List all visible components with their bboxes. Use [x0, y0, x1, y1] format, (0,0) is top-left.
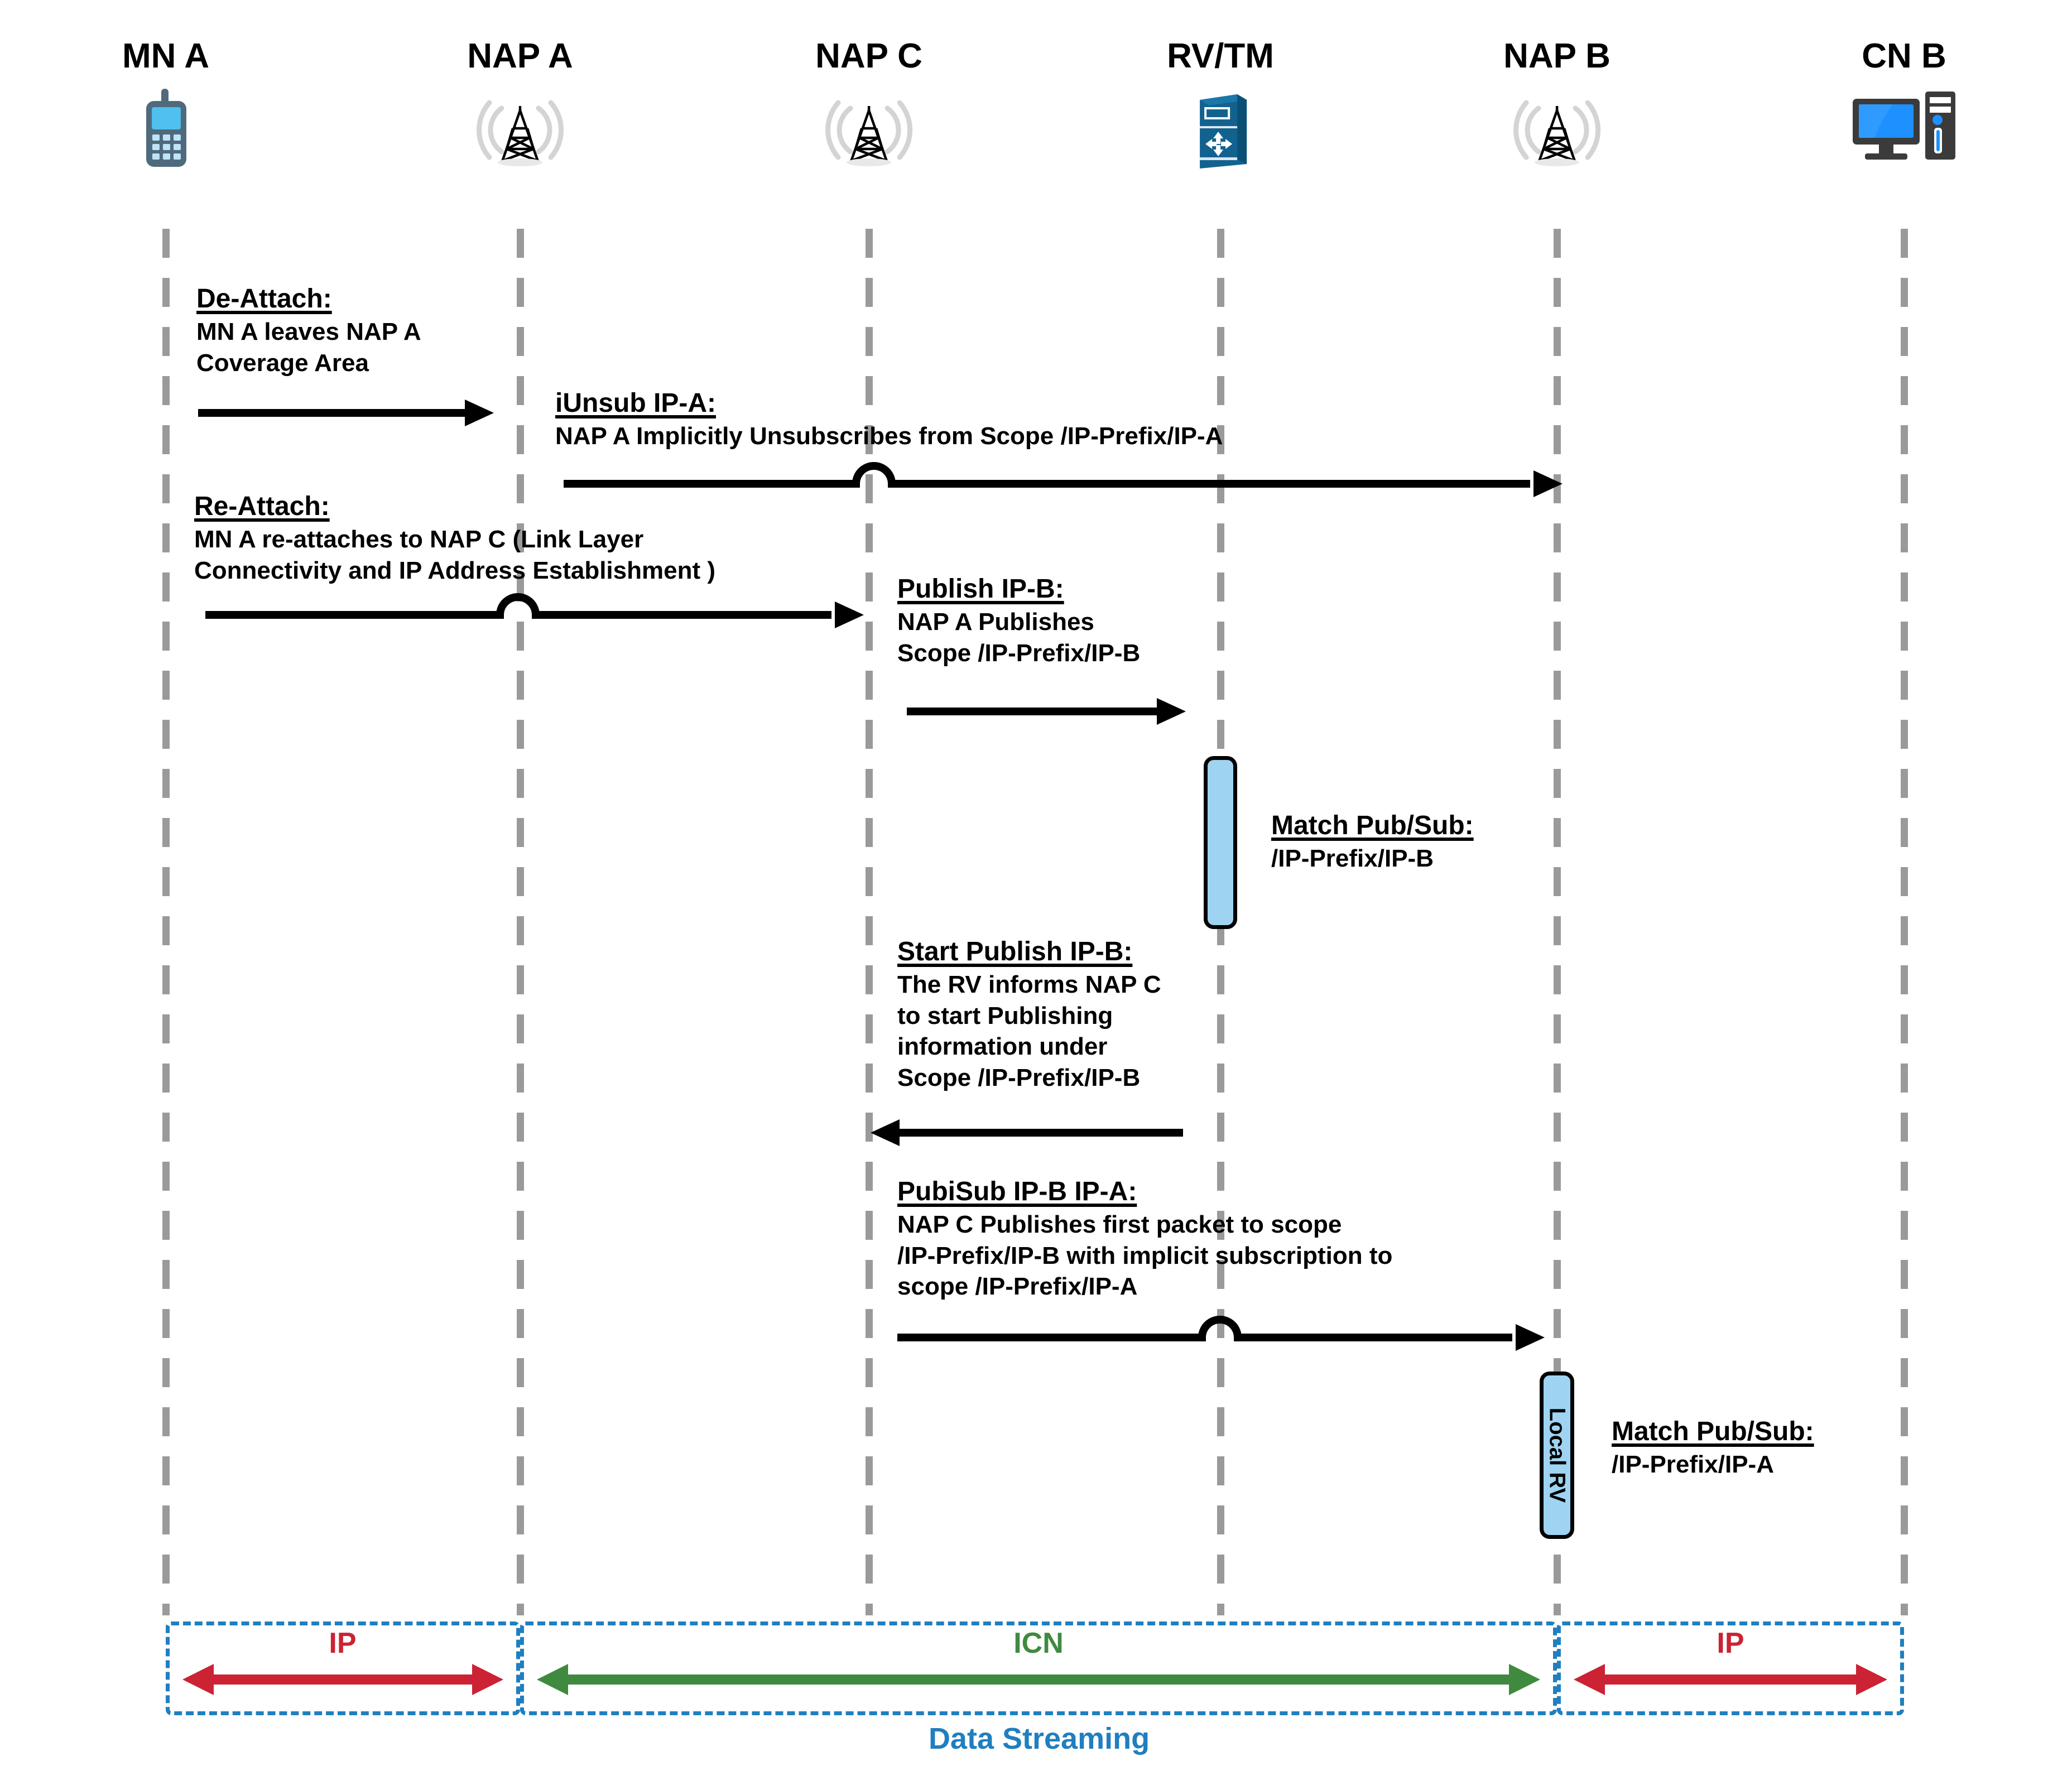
message-iunsub-ip-a: iUnsub IP-A: NAP A Implicitly Unsubscrib…	[555, 388, 1223, 452]
message-body: /IP-Prefix/IP-A	[1612, 1450, 1774, 1478]
actor-nap-c[interactable]: NAP C	[815, 39, 922, 170]
message-title: PubiSub IP-B IP-A:	[897, 1177, 1137, 1206]
message-match-pub-sub-rv: Match Pub/Sub: /IP-Prefix/IP-B	[1271, 810, 1474, 874]
segment-label-ip-left: IP	[329, 1627, 357, 1659]
lifeline-nap-a	[517, 229, 524, 1615]
arrow-de-attach	[198, 400, 494, 426]
actor-cn-b[interactable]: CN B	[1848, 39, 1960, 170]
message-match-pub-sub-nap-b: Match Pub/Sub: /IP-Prefix/IP-A	[1612, 1416, 1814, 1480]
segment-label-icn: ICN	[1013, 1627, 1064, 1659]
message-start-publish-ip-b: Start Publish IP-B: The RV informs NAP C…	[897, 936, 1161, 1094]
arrow-start-publish-ip-b	[871, 1119, 1183, 1146]
actor-label-rv-tm: RV/TM	[1167, 37, 1274, 75]
lifeline-nap-b	[1554, 229, 1561, 1615]
actor-label-cn-b: CN B	[1862, 37, 1946, 75]
message-publish-ip-b: Publish IP-B: NAP A Publishes Scope /IP-…	[897, 574, 1140, 668]
activation-nap-b-local-rv: Local RV	[1540, 1372, 1574, 1539]
actor-rv-tm[interactable]: RV/TM	[1167, 39, 1274, 170]
message-title: Start Publish IP-B:	[897, 937, 1133, 966]
message-title: De-Attach:	[196, 284, 332, 314]
message-body: NAP C Publishes first packet to scope /I…	[897, 1210, 1393, 1301]
message-de-attach: De-Attach: MN A leaves NAP A Coverage Ar…	[196, 283, 421, 378]
message-body: MN A re-attaches to NAP C (Link Layer Co…	[194, 525, 715, 584]
message-body: MN A leaves NAP A Coverage Area	[196, 317, 421, 377]
actor-label-nap-a: NAP A	[467, 37, 573, 75]
lifeline-cn-b	[1901, 229, 1908, 1615]
router-icon	[1167, 86, 1274, 170]
actor-label-mn-a: MN A	[122, 37, 210, 75]
data-streaming-caption: Data Streaming	[928, 1722, 1150, 1755]
antenna-tower-icon	[815, 86, 922, 170]
lifeline-nap-c	[866, 229, 873, 1615]
message-body: NAP A Implicitly Unsubscribes from Scope…	[555, 422, 1223, 450]
message-body: The RV informs NAP C to start Publishing…	[897, 970, 1161, 1092]
lifeline-mn-a	[162, 229, 170, 1615]
message-title: iUnsub IP-A:	[555, 388, 716, 418]
message-re-attach: Re-Attach: MN A re-attaches to NAP C (Li…	[194, 491, 715, 586]
arrow-pubisub-ip-b-ip-a	[897, 1314, 1545, 1351]
arrow-ip-left-bidirectional	[182, 1664, 503, 1695]
actor-nap-a[interactable]: NAP A	[467, 39, 573, 170]
message-body: NAP A Publishes Scope /IP-Prefix/IP-B	[897, 608, 1141, 667]
arrow-publish-ip-b	[907, 698, 1186, 725]
message-title: Match Pub/Sub:	[1271, 811, 1474, 840]
arrow-ip-right-bidirectional	[1574, 1664, 1887, 1695]
message-body: /IP-Prefix/IP-B	[1271, 844, 1434, 872]
message-pubisub-ip-b-ip-a: PubiSub IP-B IP-A: NAP C Publishes first…	[897, 1176, 1392, 1302]
data-streaming-segment-icn	[520, 1621, 1557, 1715]
message-title: Publish IP-B:	[897, 574, 1064, 604]
actor-nap-b[interactable]: NAP B	[1503, 39, 1611, 170]
data-streaming-segment-ip-left	[166, 1621, 520, 1715]
activation-label-local-rv: Local RV	[1545, 1407, 1570, 1503]
arrow-icn-bidirectional	[537, 1664, 1540, 1695]
mobile-phone-icon	[122, 86, 209, 170]
actor-mn-a[interactable]: MN A	[122, 39, 209, 170]
activation-rv-tm	[1204, 756, 1237, 929]
message-title: Re-Attach:	[194, 492, 330, 521]
segment-label-ip-right: IP	[1717, 1627, 1744, 1659]
antenna-tower-icon	[467, 86, 573, 170]
arrow-re-attach	[205, 591, 864, 628]
data-streaming-segment-ip-right	[1557, 1621, 1904, 1715]
desktop-computer-icon	[1848, 86, 1960, 170]
antenna-tower-icon	[1503, 86, 1611, 170]
message-title: Match Pub/Sub:	[1612, 1417, 1814, 1446]
actor-label-nap-b: NAP B	[1503, 37, 1611, 75]
arrow-iunsub-ip-a	[564, 460, 1563, 497]
actor-label-nap-c: NAP C	[815, 37, 922, 75]
